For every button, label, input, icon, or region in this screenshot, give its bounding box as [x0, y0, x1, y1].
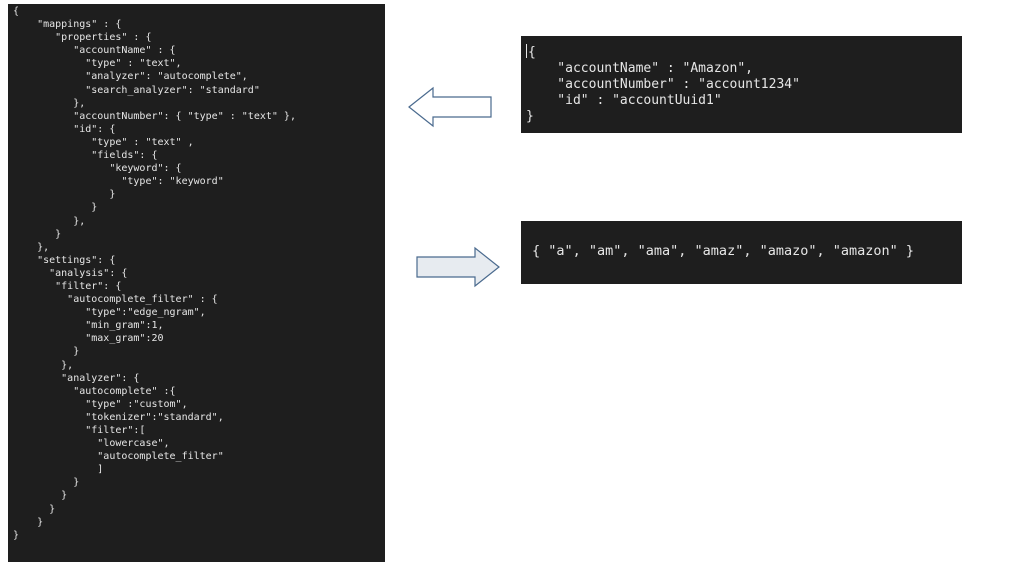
- sample-document-code: { "accountName" : "Amazon", "accountNumb…: [526, 44, 962, 125]
- index-mapping-code: { "mappings" : { "properties" : { "accou…: [13, 6, 296, 541]
- sample-document-text: { "accountName" : "Amazon", "accountNumb…: [526, 45, 800, 124]
- right-arrow-shape: [416, 246, 500, 288]
- right-arrow-icon: [416, 246, 500, 288]
- edge-ngram-tokens-panel: { "a", "am", "ama", "amaz", "amazo", "am…: [521, 221, 962, 284]
- left-arrow-icon: [408, 86, 492, 128]
- edge-ngram-tokens: { "a", "am", "ama", "amaz", "amazo", "am…: [532, 243, 915, 259]
- sample-document-code-panel: { "accountName" : "Amazon", "accountNumb…: [521, 36, 962, 133]
- text-cursor: [526, 44, 527, 58]
- index-mapping-code-panel: { "mappings" : { "properties" : { "accou…: [8, 4, 385, 562]
- left-arrow-shape: [408, 86, 492, 128]
